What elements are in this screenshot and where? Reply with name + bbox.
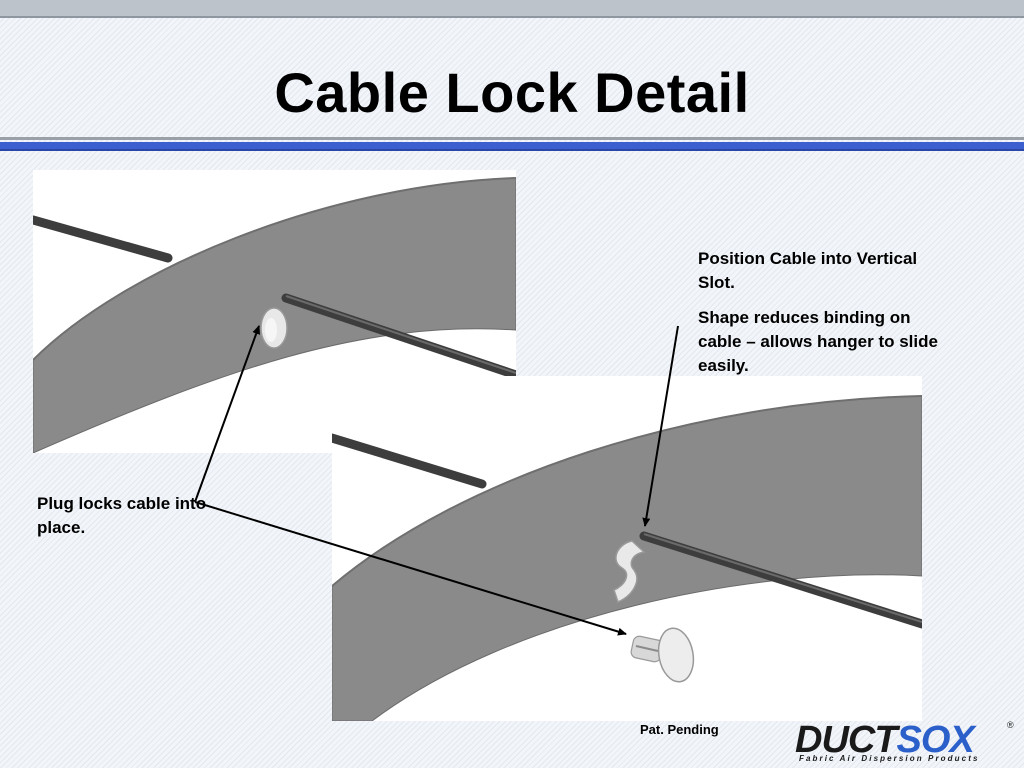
illustration-plug-insertion	[327, 376, 927, 722]
arrow-to-slot	[642, 325, 679, 527]
title-rule-gray	[0, 137, 1024, 140]
logo-tagline: Fabric Air Dispersion Products	[799, 754, 980, 763]
logo-word-duct: DUCT	[795, 719, 898, 761]
callout-position-cable: Position Cable into Vertical Slot.	[698, 249, 918, 292]
top-bar	[0, 0, 1024, 18]
illustration-bottom-svg	[327, 395, 927, 722]
title-rule-blue	[0, 142, 1024, 151]
callout-plug-locks-cable: Plug locks cable into place.	[37, 494, 207, 537]
patent-pending-note: Pat. Pending	[640, 722, 719, 737]
arrow-to-bottom-plug	[194, 501, 627, 636]
arrow-to-top-plug	[194, 325, 261, 503]
slide-title: Cable Lock Detail	[274, 61, 750, 124]
ductsox-logo: DUCTSOX ® Fabric Air Dispersion Products	[795, 718, 1017, 766]
callout-shape-reduces-binding: Shape reduces binding on cable – allows …	[698, 308, 938, 375]
logo-word-sox: SOX	[896, 719, 975, 761]
registered-mark: ®	[1007, 720, 1014, 730]
logo-wordmark: DUCTSOX	[795, 718, 975, 762]
